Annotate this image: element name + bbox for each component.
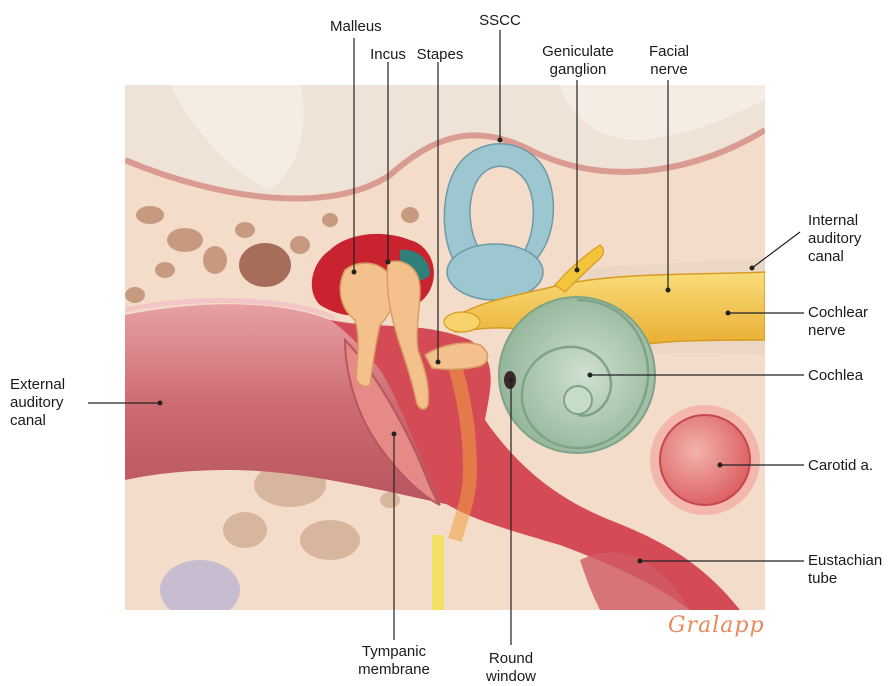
- label-eustachian-tube: Eustachian tube: [808, 552, 890, 588]
- label-tympanic-membrane: Tympanic membrane: [344, 643, 444, 679]
- label-geniculate-ganglion: Geniculate ganglion: [533, 43, 623, 79]
- label-cochlear-nerve: Cochlear nerve: [808, 304, 888, 340]
- artist-signature: Gralapp: [668, 613, 765, 638]
- nerve-strip: [432, 535, 444, 610]
- cochlea-apex: [564, 386, 592, 414]
- nerve-end: [444, 312, 480, 332]
- label-stapes: Stapes: [414, 46, 466, 64]
- label-carotid: Carotid a.: [808, 457, 890, 475]
- label-malleus: Malleus: [330, 18, 380, 36]
- label-round-window: Round window: [470, 650, 552, 686]
- label-external-auditory-canal: External auditory canal: [10, 376, 90, 430]
- carotid-artery-shape: [660, 415, 750, 505]
- label-cochlea: Cochlea: [808, 367, 888, 385]
- label-facial-nerve: Facial nerve: [640, 43, 698, 79]
- label-internal-auditory-canal: Internal auditory canal: [808, 212, 888, 266]
- anatomy-artwork: [125, 85, 765, 620]
- label-sscc: SSCC: [474, 12, 526, 30]
- label-incus: Incus: [364, 46, 412, 64]
